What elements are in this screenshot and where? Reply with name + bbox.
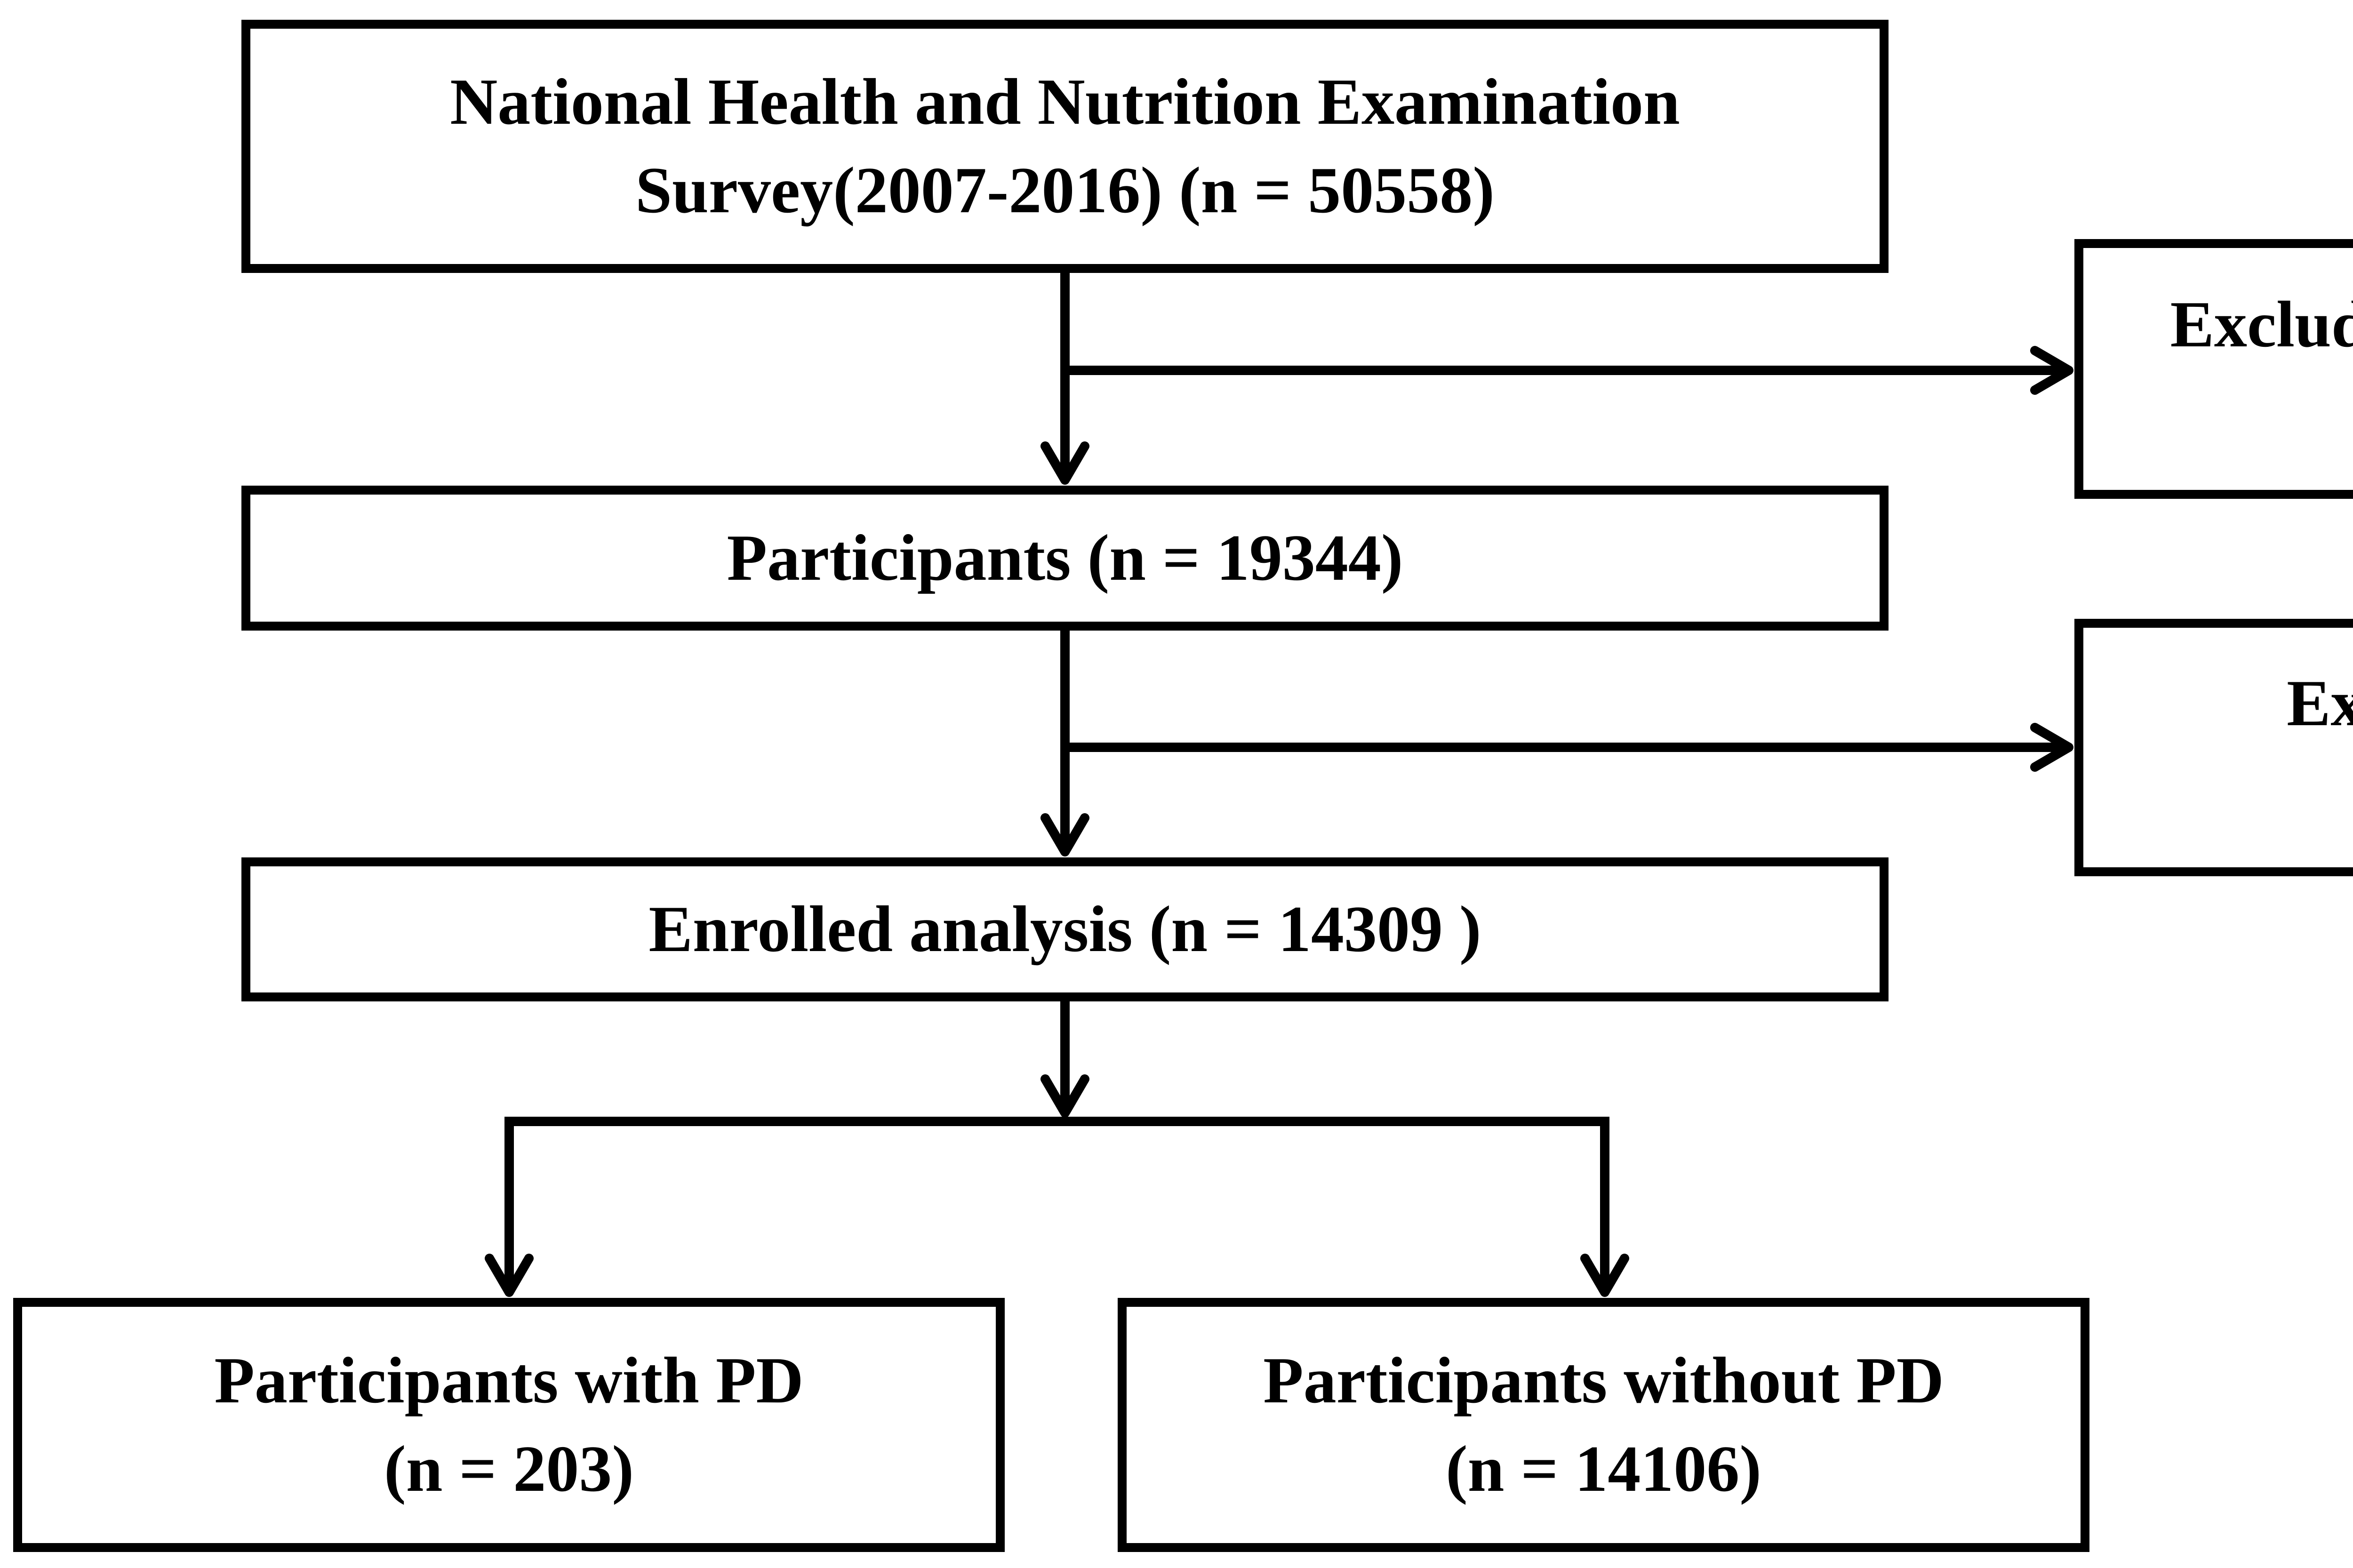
arrowhead-down-split-bar (1040, 1074, 1089, 1118)
arrowhead-down-participants (1040, 441, 1089, 485)
box-participants-with-pd: Participants with PD (n = 203) (13, 1298, 1005, 1552)
box-text-line: Participants without PD (1263, 1344, 1944, 1417)
box-enrolled-analysis: Enrolled analysis (n = 14309 ) (241, 857, 1889, 1001)
box-text-line: (n = 14106) (1446, 1432, 1761, 1505)
box-nhanes-source: National Health and Nutrition Examinatio… (241, 20, 1889, 273)
box-text-line: Participants (n = 19344) (727, 521, 1403, 594)
box-text-line: Exclude subjects with missing data (2287, 666, 2353, 740)
arrowhead-down-with-pd (485, 1254, 534, 1297)
box-participants: Participants (n = 19344) (241, 486, 1889, 631)
box-participants-without-pd: Participants without PD (n = 14106) (1118, 1298, 2089, 1552)
arrowhead-down-without-pd (1580, 1254, 1629, 1297)
box-text-line: Participants with PD (214, 1344, 804, 1417)
box-text-line: Enrolled analysis (n = 14309 ) (648, 893, 1481, 966)
box-exclude-missing-data: Exclude subjects with missing data (n = … (2074, 619, 2353, 876)
box-text-line: (n = 203) (384, 1432, 634, 1505)
box-text-line: National Health and Nutrition Examinatio… (450, 65, 1680, 138)
box-text-line: Survey(2007-2016) (n = 50558) (635, 154, 1495, 227)
arrowhead-right-exclude-missing (2030, 723, 2073, 772)
arrowhead-down-enrolled (1040, 813, 1089, 856)
arrowhead-right-exclude-under-40 (2030, 346, 2073, 395)
